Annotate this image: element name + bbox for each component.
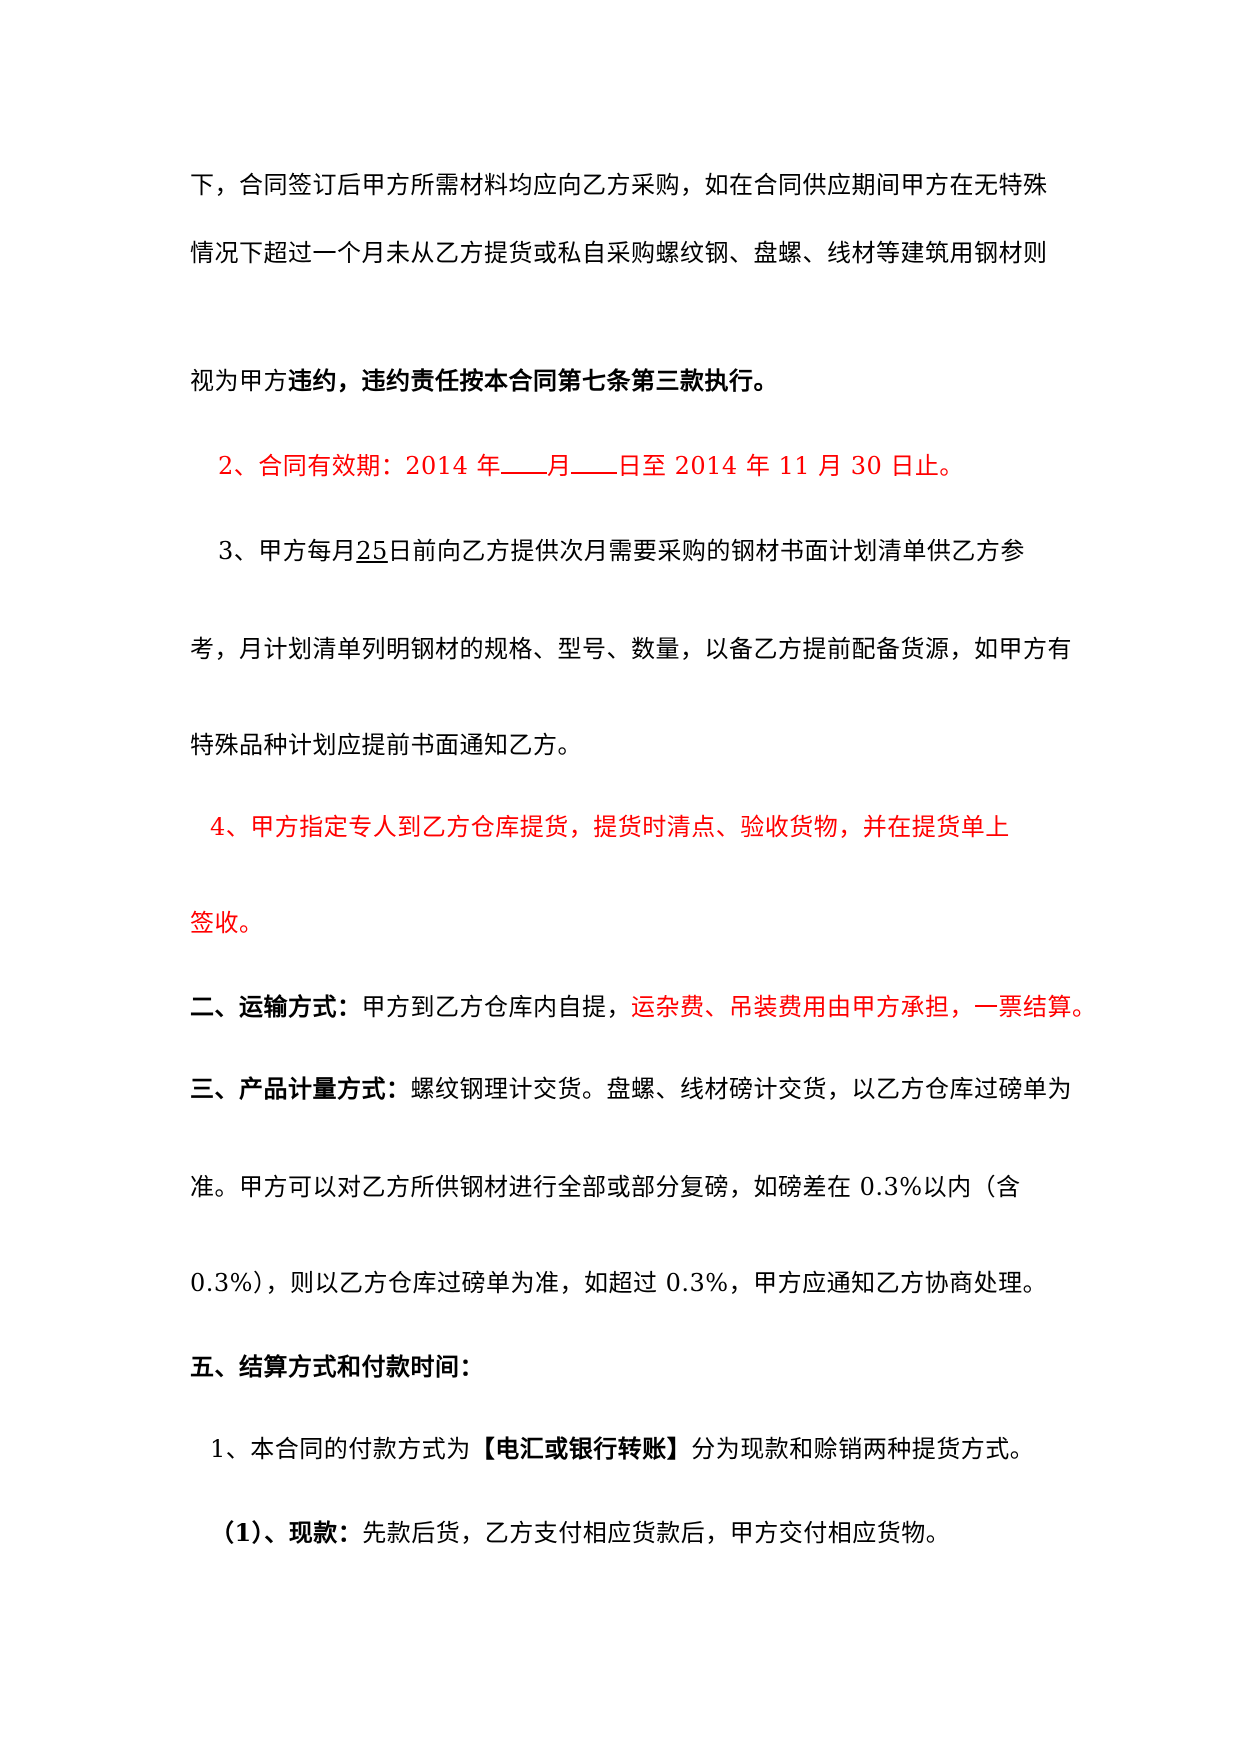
cash-payment-clause: （1）、现款：先款后货，乙方支付相应货款后，甲方交付相应货物。 (210, 1518, 950, 1548)
section-heading: 五、结算方式和付款时间： (190, 1352, 484, 1381)
bold-text-segment: （1）、现款： (210, 1518, 363, 1547)
paragraph-line: 签收。 (190, 909, 264, 937)
validity-period-clause: 2、合同有效期：2014 年 月 日至 2014 年 11 月 30 日止。 (218, 450, 964, 481)
text-segment: 2、合同有效期：2014 年 (218, 452, 501, 480)
text-segment: 日前向乙方提供次月需要采购的钢材书面计划清单供乙方参 (387, 537, 1025, 565)
text-segment: 1、本合同的付款方式为 (210, 1435, 471, 1463)
text-segment: 先款后货，乙方支付相应货款后，甲方交付相应货物。 (362, 1519, 951, 1547)
blank-underline (500, 450, 547, 474)
section-heading: 二、运输方式： (190, 992, 362, 1021)
plan-list-clause: 3、甲方每月25日前向乙方提供次月需要采购的钢材书面计划清单供乙方参 (218, 536, 1025, 566)
section-heading: 三、产品计量方式： (190, 1074, 411, 1103)
text-segment: 甲方到乙方仓库内自提， (361, 993, 631, 1021)
text-segment: 分为现款和赊销两种提货方式。 (691, 1435, 1035, 1463)
pickup-clause: 4、甲方指定专人到乙方仓库提货，提货时清点、验收货物，并在提货单上 (210, 813, 1010, 841)
bold-text-segment: 违约，违约责任按本合同第七条第三款执行。 (288, 366, 778, 395)
underlined-day: 25 (356, 537, 388, 565)
paragraph-line: 下，合同签订后甲方所需材料均应向乙方采购，如在合同供应期间甲方在无特殊 (190, 171, 1048, 199)
text-segment: 视为甲方 (190, 367, 288, 395)
paragraph-line: 考，月计划清单列明钢材的规格、型号、数量，以备乙方提前配备货源，如甲方有 (190, 635, 1072, 663)
highlight-text-segment: 运杂费、吊装费用由甲方承担，一票结算。 (631, 993, 1097, 1021)
blank-underline (571, 450, 618, 474)
measurement-section: 三、产品计量方式：螺纹钢理计交货。盘螺、线材磅计交货，以乙方仓库过磅单为 (190, 1074, 1072, 1104)
text-segment: 月 (546, 452, 572, 480)
paragraph-line: 0.3%），则以乙方仓库过磅单为准，如超过 0.3%，甲方应通知乙方协商处理。 (190, 1269, 1048, 1297)
paragraph-line: 准。甲方可以对乙方所供钢材进行全部或部分复磅，如磅差在 0.3%以内（含 (190, 1173, 1021, 1201)
paragraph-line: 特殊品种计划应提前书面通知乙方。 (190, 731, 582, 759)
paragraph-line: 视为甲方违约，违约责任按本合同第七条第三款执行。 (190, 366, 778, 396)
transport-section: 二、运输方式：甲方到乙方仓库内自提，运杂费、吊装费用由甲方承担，一票结算。 (190, 992, 1097, 1022)
text-segment: 螺纹钢理计交货。盘螺、线材磅计交货，以乙方仓库过磅单为 (410, 1075, 1072, 1103)
payment-method-clause: 1、本合同的付款方式为【电汇或银行转账】分为现款和赊销两种提货方式。 (210, 1434, 1034, 1464)
text-segment: 3、甲方每月 (218, 537, 357, 565)
paragraph-line: 情况下超过一个月未从乙方提货或私自采购螺纹钢、盘螺、线材等建筑用钢材则 (190, 239, 1048, 267)
bold-text-segment: 【电汇或银行转账】 (470, 1434, 692, 1463)
text-segment: 日至 2014 年 11 月 30 日止。 (617, 452, 964, 480)
